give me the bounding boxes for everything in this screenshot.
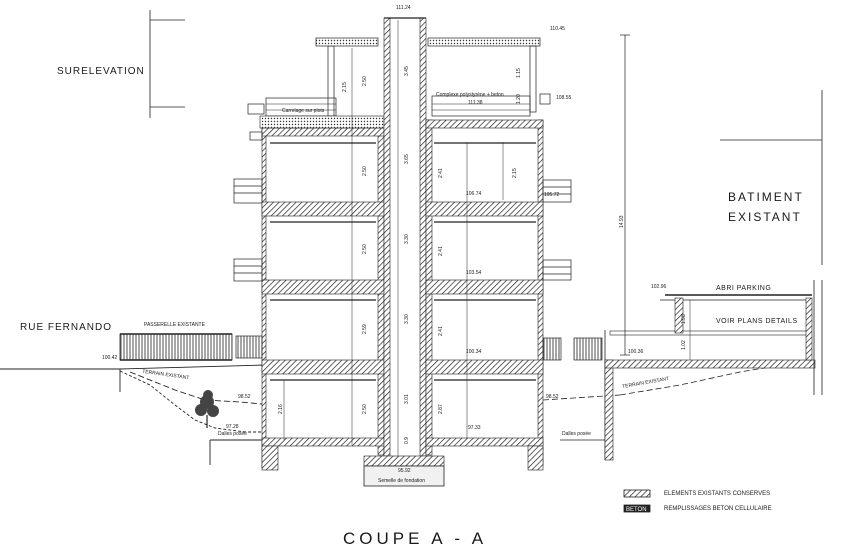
level-terrace: 111.38 — [468, 100, 483, 106]
passerelle-label: PASSERELLE EXISTANTE — [144, 322, 205, 328]
ground-left — [0, 364, 266, 465]
surelevation-frame — [149, 10, 185, 118]
dim-parking-a: 1.98 — [681, 314, 687, 324]
dim-left-basement: 2.50 — [362, 404, 368, 414]
ground-right — [542, 280, 823, 461]
dim-parking-b: 1.02 — [681, 340, 687, 350]
dim-right-floor1: 2.41 — [438, 246, 444, 256]
complexe-note: Complexe polystyrène + beton — [436, 92, 504, 98]
level-basement-right: 97.33 — [468, 425, 481, 431]
legend-swatches: BETON — [623, 489, 651, 513]
dim-right-basement: 2.87 — [438, 404, 444, 414]
details-label: VOIR PLANS DETAILS — [716, 318, 798, 325]
dim-right-top2: 1.20 — [516, 94, 522, 104]
overall-dimension — [620, 34, 630, 356]
dim-shaft-ground: 3.30 — [404, 314, 410, 324]
level-garden-left: 98.52 — [238, 394, 251, 400]
level-ground: 100.34 — [466, 349, 482, 355]
lift-shaft — [363, 17, 445, 487]
level-parking-floor: 100.36 — [628, 349, 644, 355]
level-roof-right: 110.45 — [550, 26, 565, 32]
dim-overall: 14.93 — [619, 215, 625, 228]
svg-text:BETON: BETON — [626, 507, 647, 513]
level-floor2-right: 105.72 — [544, 192, 560, 198]
dim-shaft-base: 3.01 — [404, 394, 410, 404]
level-floor1: 103.54 — [466, 270, 482, 276]
foundation-note: Semelle de fondation — [378, 478, 425, 484]
level-garden-right: 98.52 — [546, 394, 559, 400]
level-basement-left: 97.28 — [226, 424, 239, 430]
passerelle — [119, 333, 233, 361]
dim-shaft-pit: 0.9 — [404, 437, 410, 444]
building-label-line2: EXISTANT — [728, 210, 802, 224]
existing-building-frame — [720, 90, 823, 265]
dim-left-floor1: 2.50 — [362, 244, 368, 254]
level-terrace-right: 108.55 — [556, 95, 572, 101]
dim-left-top: 2.15 — [342, 82, 348, 92]
dim-right-ground: 2.41 — [438, 326, 444, 336]
surelevation-label: SURELEVATION — [57, 66, 145, 77]
left-wing — [259, 37, 385, 471]
legend-fill: REMPLISSAGES BETON CELLULAIRE — [664, 506, 772, 512]
dim-shaft-floor1: 3.30 — [404, 234, 410, 244]
dim-left-floor2: 2.50 — [362, 166, 368, 176]
dalle-right-note: Dalles posée — [562, 431, 591, 437]
parking-label: ABRI PARKING — [716, 285, 772, 292]
left-balconies — [233, 103, 265, 359]
level-floor2: 106.74 — [466, 191, 482, 197]
tree — [195, 390, 219, 428]
legend-existing: ELEMENTS EXISTANTS CONSERVES — [664, 491, 771, 497]
dim-left-base: 2.16 — [278, 404, 284, 414]
level-street: 100.42 — [102, 355, 118, 361]
dimension-lines — [283, 20, 691, 456]
right-wing — [425, 37, 544, 471]
street-label: RUE FERNANDO — [20, 322, 113, 333]
carrelage-note: Carrelage sur plots — [282, 108, 325, 114]
dim-left-top2: 2.50 — [362, 76, 368, 86]
dim-shaft-floor2: 3.65 — [404, 154, 410, 164]
level-foundation: 95.92 — [398, 468, 411, 474]
building-label-line1: BATIMENT — [728, 190, 804, 204]
drawing-title: COUPE A - A — [343, 529, 488, 548]
dim-right-floor2b: 2.15 — [512, 168, 518, 178]
dalle-left-note: Dalles posée — [218, 431, 247, 437]
dim-right-top: 1.15 — [516, 68, 522, 78]
level-top: 111.24 — [396, 5, 411, 11]
dim-left-ground: 2.59 — [362, 324, 368, 334]
right-balconies — [539, 93, 603, 361]
dim-shaft-top: 3.45 — [404, 66, 410, 76]
level-parking-roof: 102.96 — [651, 284, 667, 290]
dim-right-floor2a: 2.41 — [438, 168, 444, 178]
